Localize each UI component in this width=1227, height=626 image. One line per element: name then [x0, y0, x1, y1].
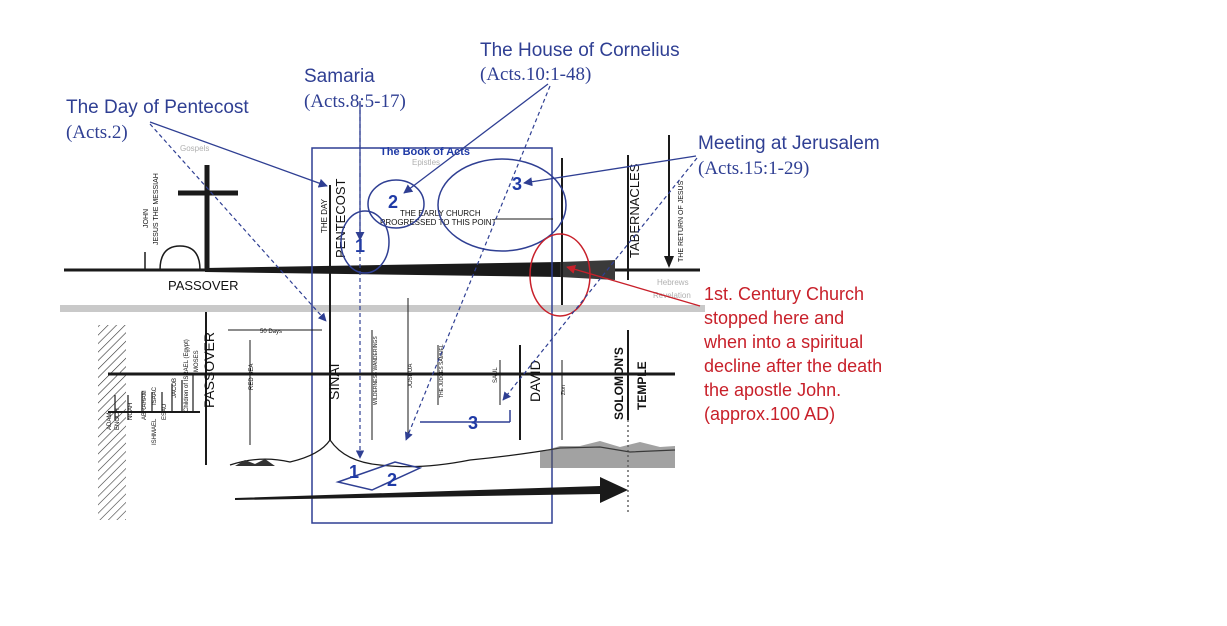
cornelius-callout-title: The House of Cornelius — [480, 40, 680, 61]
pentecost-label: PENTECOST — [333, 178, 348, 258]
wilderness-label: WILDERNESS WANDERINGS — [373, 336, 379, 405]
return-of-jesus-label: THE RETURN OF JESUS — [678, 180, 685, 262]
marker-3-lower: 3 — [468, 413, 478, 433]
patriarch-isaac: ISAAC — [152, 386, 158, 405]
event-3-circle — [437, 158, 567, 252]
upper-wedge — [205, 262, 560, 277]
jerusalem-callout-title: Meeting at Jerusalem — [698, 133, 880, 154]
joshua-label: JOSHUA — [408, 364, 414, 388]
event-1-circle — [340, 210, 390, 274]
cornelius-arrow-dashed — [404, 85, 551, 441]
patriarch-adam: ADAM — [107, 413, 113, 430]
book-of-acts-box — [311, 147, 553, 524]
church-note-line-2: stopped here and — [704, 308, 845, 328]
book-of-acts-title: The Book of Acts — [380, 146, 470, 158]
patriarch-enoch: ENOCH — [115, 408, 121, 430]
church-note-line-5: the apostle John. — [704, 380, 842, 400]
cornelius-callout-ref: (Acts.10:1-48) — [480, 64, 592, 85]
event-12-shape — [335, 461, 423, 491]
passover-top-label: PASSOVER — [168, 278, 239, 293]
red-sea-label: RED SEA — [249, 364, 255, 390]
patriarch-abraham: ABRAHAM — [142, 390, 148, 420]
pentecost-callout-title: The Day of Pentecost — [66, 97, 249, 118]
samaria-callout-title: Samaria — [304, 66, 375, 87]
birth-arc — [159, 245, 201, 271]
church-note-line-4: decline after the death — [704, 356, 883, 376]
marker-3-upper: 3 — [512, 174, 522, 194]
pentecost-callout-ref: (Acts.2) — [66, 122, 128, 143]
event-2-circle — [367, 179, 425, 229]
sinai-label: SINAI — [326, 363, 342, 400]
marker-1-lower: 1 — [349, 462, 359, 482]
temple-label: TEMPLE — [635, 361, 649, 410]
progress-arrow — [235, 477, 628, 503]
early-church-line1: THE EARLY CHURCH — [400, 209, 481, 218]
jerusalem-arrow-solid — [523, 155, 697, 187]
epistles-label: Epistles — [412, 158, 440, 167]
saul-label: SAUL — [493, 367, 499, 383]
tabernacles-label: TABERNACLES — [627, 163, 642, 258]
patriarch-esau: ESAU — [162, 404, 168, 420]
passover-bottom-label: PASSOVER — [201, 332, 217, 408]
judges-label: THE JUDGES SAMUEL — [439, 344, 445, 398]
eden-hatch — [98, 325, 126, 520]
hebrews-label: Hebrews — [657, 278, 689, 287]
church-note-line-3: when into a spiritual — [704, 332, 864, 352]
samaria-callout-ref: (Acts.8:5-17) — [304, 91, 406, 112]
patriarch-moses: MOSES — [194, 350, 200, 372]
terrain-line — [229, 438, 676, 468]
the-day-label: THE DAY — [320, 198, 329, 233]
pentecost-arrow-dashed — [149, 123, 327, 322]
zion-label: Zion — [561, 385, 567, 395]
terrain-hill — [540, 441, 675, 468]
patriarch-noah: NOAH — [128, 403, 134, 420]
patriarch-israel: Children of ISRAEL (Egypt) — [184, 339, 190, 412]
john-label: JOHN — [143, 209, 150, 228]
david-label: DAVID — [527, 360, 543, 402]
decline-circle — [529, 233, 591, 317]
pentecost-arrow-solid — [149, 121, 328, 188]
jerusalem-arrow-dashed — [502, 157, 698, 401]
patriarch-ticks — [114, 374, 194, 420]
gospels-label: Gospels — [180, 144, 209, 153]
solomons-label: SOLOMON'S — [612, 347, 626, 420]
decline-arrow — [566, 264, 701, 307]
terrain-shrub — [235, 459, 275, 466]
church-decline-note: 1st. Century Church stopped here and whe… — [704, 282, 882, 426]
early-church-line2: PROGRESSED TO THIS POINT — [380, 218, 497, 227]
marker-2-upper: 2 — [388, 192, 398, 212]
divider-band — [60, 305, 705, 312]
patriarch-ishmael: ISHMAEL — [152, 418, 158, 445]
jesus-messiah-label: JESUS THE MESSIAH — [153, 173, 160, 245]
cornelius-arrow-solid — [403, 83, 549, 194]
fifty-days-label: 50 Days — [260, 329, 282, 335]
revelation-label: Revelation — [653, 291, 691, 300]
marker-2-lower: 2 — [387, 470, 397, 490]
church-note-line-6: (approx.100 AD) — [704, 404, 836, 424]
church-note-line-1: 1st. Century Church — [704, 284, 865, 304]
jerusalem-callout-ref: (Acts.15:1-29) — [698, 158, 810, 179]
patriarch-jacob: JACOB — [172, 378, 178, 398]
